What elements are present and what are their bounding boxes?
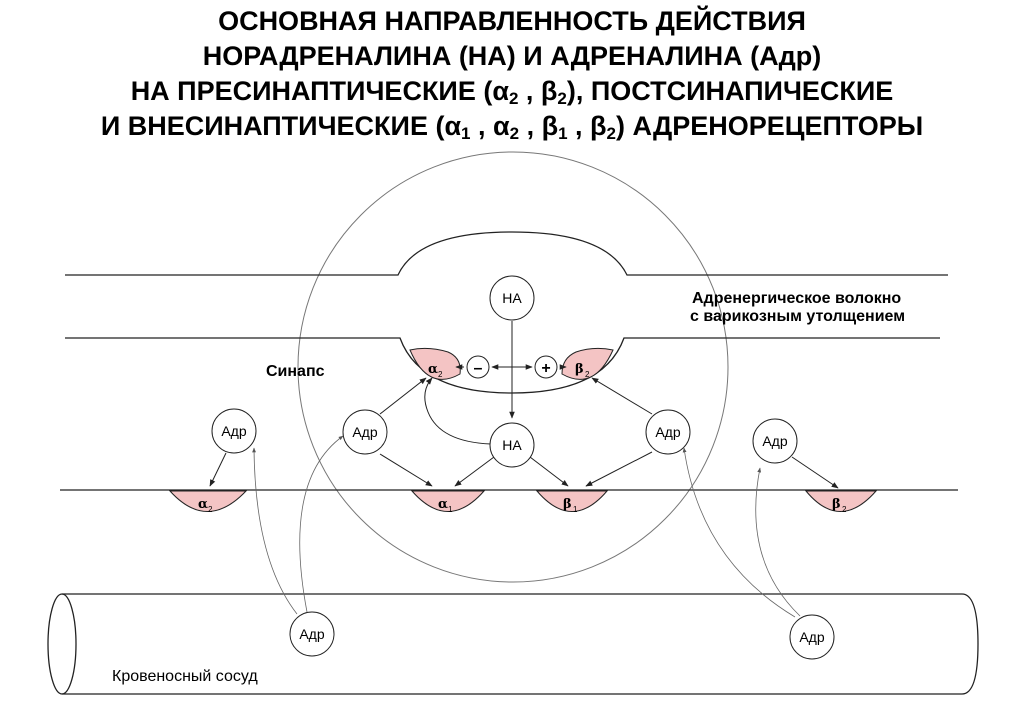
- title-sub: 1: [461, 124, 471, 143]
- adr-node-left-inner: Адр: [342, 409, 388, 455]
- adr-node-left-outer: Адр: [211, 408, 257, 454]
- synapse-label: Синапс: [266, 363, 325, 380]
- title-text: , β: [519, 111, 559, 141]
- receptor-letter: α: [198, 497, 208, 512]
- arrow-vessel-adr-left-inner: [299, 435, 344, 613]
- arrow-adr-to-beta2-pre: [591, 377, 653, 415]
- node-label: Адр: [221, 423, 247, 439]
- receptor-sub: 2: [585, 370, 590, 379]
- na-node-top: НА: [489, 275, 535, 321]
- fiber-label-line-1: Адренергическое волокно: [692, 290, 901, 307]
- receptor-letter: α: [438, 497, 448, 512]
- na-node-mid: НА: [489, 422, 535, 468]
- arrow-vessel-adr-right-inner: [682, 447, 796, 618]
- arrow-na-to-alpha1: [454, 456, 495, 487]
- minus-sign: –: [474, 360, 483, 377]
- node-label: НА: [502, 437, 522, 453]
- arrow-adr-to-alpha2-post: [209, 452, 227, 487]
- node-label: Адр: [352, 424, 378, 440]
- arrow-na-feedback-alpha2: [424, 377, 492, 445]
- title-text: ), ПОСТСИНАПИЧЕСКИЕ: [566, 76, 894, 106]
- vessel-label: Кровеносный сосуд: [112, 668, 258, 685]
- title-sub: 2: [508, 89, 519, 108]
- fiber-upper-outline: [65, 231, 948, 276]
- title-text: И ВНЕСИНАПТИЧЕСКИЕ (α: [100, 111, 462, 141]
- node-label: Адр: [299, 626, 325, 642]
- receptor-sub: 2: [842, 505, 847, 514]
- inhibition-sign: –: [466, 355, 490, 379]
- adr-node-right-outer: Адр: [752, 418, 798, 464]
- receptor-letter: α: [428, 362, 438, 377]
- title-text: , β: [567, 111, 607, 141]
- arrow-vessel-adr-left-outer: [252, 447, 298, 615]
- arrow-adr-to-beta2-post: [791, 456, 839, 489]
- plus-sign: +: [541, 360, 550, 377]
- fiber-lower-outline: [65, 337, 940, 394]
- receptor-letter: β: [575, 362, 584, 377]
- postsynaptic-alpha1-receptor: α 1: [410, 490, 486, 514]
- fiber-label-line-2: с варикозным утолщением: [690, 308, 905, 325]
- presynaptic-beta2-receptor: β 2: [561, 347, 614, 380]
- title-line-1: ОСНОВНАЯ НАПРАВЛЕННОСТЬ ДЕЙСТВИЯ: [218, 6, 806, 36]
- receptor-sub: 2: [208, 505, 213, 514]
- title-sub: 1: [558, 124, 568, 143]
- postsynaptic-beta2-receptor: β 2: [804, 490, 878, 514]
- title-text: , β: [518, 76, 558, 106]
- title-text: , α: [470, 111, 510, 141]
- adr-node-vessel-right: Адр: [789, 614, 835, 660]
- vessel-end: [47, 593, 77, 695]
- adr-node-vessel-left: Адр: [289, 611, 335, 657]
- node-label: НА: [502, 290, 522, 306]
- arrow-na-to-beta1: [529, 456, 569, 487]
- title-line-4: И ВНЕСИНАПТИЧЕСКИЕ (α1 , α2 , β1 , β2) А…: [0, 109, 1024, 144]
- title-text: ) АДРЕНОРЕЦЕПТОРЫ: [616, 111, 924, 141]
- page-title: ОСНОВНАЯ НАПРАВЛЕННОСТЬ ДЕЙСТВИЯ НОРАДРЕ…: [0, 4, 1024, 144]
- stimulation-sign: +: [534, 355, 558, 379]
- arrow-adr-to-alpha1: [379, 453, 433, 487]
- presynaptic-alpha2-receptor: α 2: [409, 347, 461, 380]
- receptor-letter: β: [832, 497, 841, 512]
- node-label: Адр: [762, 433, 788, 449]
- receptor-sub: 1: [573, 505, 578, 514]
- node-label: Адр: [799, 629, 825, 645]
- title-sub: 2: [557, 89, 567, 108]
- vessel-body: [62, 593, 979, 695]
- node-label: Адр: [655, 424, 681, 440]
- receptor-sub: 2: [438, 370, 443, 379]
- receptor-letter: β: [563, 497, 572, 512]
- title-sub: 2: [606, 124, 616, 143]
- arrow-adr-to-alpha2-pre: [379, 377, 427, 415]
- arrow-adr-to-beta1: [585, 451, 653, 487]
- receptor-sub: 1: [448, 505, 453, 514]
- title-line-2: НОРАДРЕНАЛИНА (НА) И АДРЕНАЛИНА (Адр): [202, 41, 822, 71]
- title-text: НА ПРЕСИНАПТИЧЕСКИЕ (α: [130, 76, 509, 106]
- postsynaptic-alpha2-receptor: α 2: [168, 490, 248, 514]
- arrow-vessel-adr-right-outer: [755, 467, 801, 617]
- postsynaptic-beta1-receptor: β 1: [535, 490, 609, 514]
- title-sub: 2: [509, 124, 520, 143]
- synapse-zoom-circle: [297, 151, 729, 583]
- title-line-3: НА ПРЕСИНАПТИЧЕСКИЕ (α2 , β2), ПОСТСИНАП…: [0, 74, 1024, 109]
- adr-node-right-inner: Адр: [645, 409, 691, 455]
